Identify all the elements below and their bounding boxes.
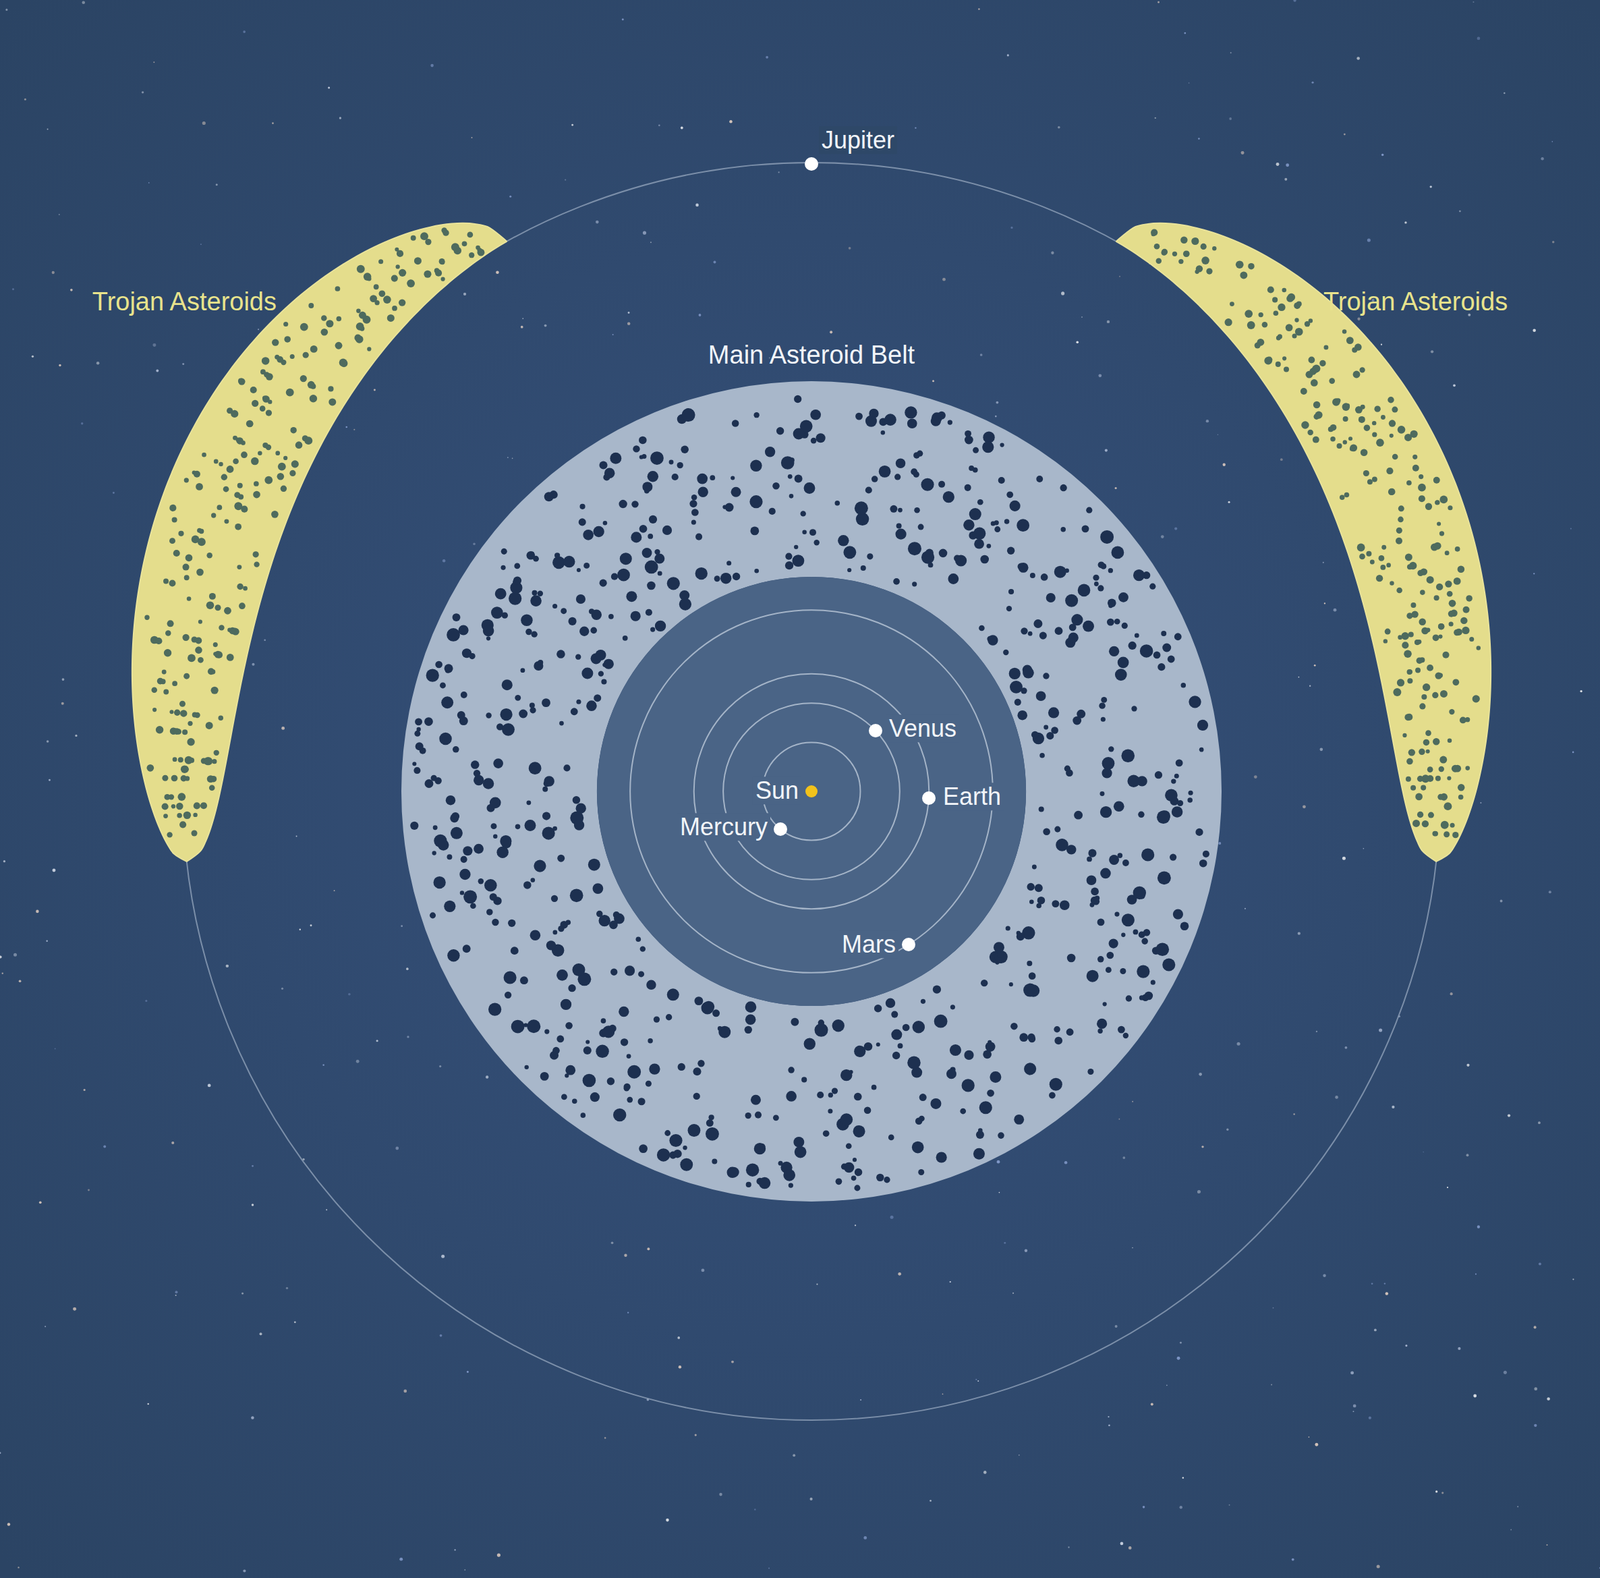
trojan-region: Trojan Asteroids bbox=[1115, 222, 1492, 862]
planet-label: Earth bbox=[940, 782, 1004, 811]
region-label: Trojan Asteroids bbox=[1323, 287, 1508, 318]
planet-label: Mercury bbox=[677, 812, 771, 841]
region-label: Main Asteroid Belt bbox=[708, 340, 915, 371]
planet-label: Venus bbox=[886, 714, 960, 742]
trojan-crescent bbox=[1115, 222, 1492, 862]
asteroid-belt: Main Asteroid Belt bbox=[401, 327, 1222, 1202]
planet-label: Mars bbox=[839, 930, 899, 958]
jupiter-dot bbox=[804, 157, 819, 171]
planet-label: Jupiter bbox=[818, 126, 898, 154]
planet-label: Sun bbox=[752, 776, 802, 805]
belt-illustration bbox=[401, 327, 1222, 1202]
region-label: Trojan Asteroids bbox=[92, 287, 277, 318]
